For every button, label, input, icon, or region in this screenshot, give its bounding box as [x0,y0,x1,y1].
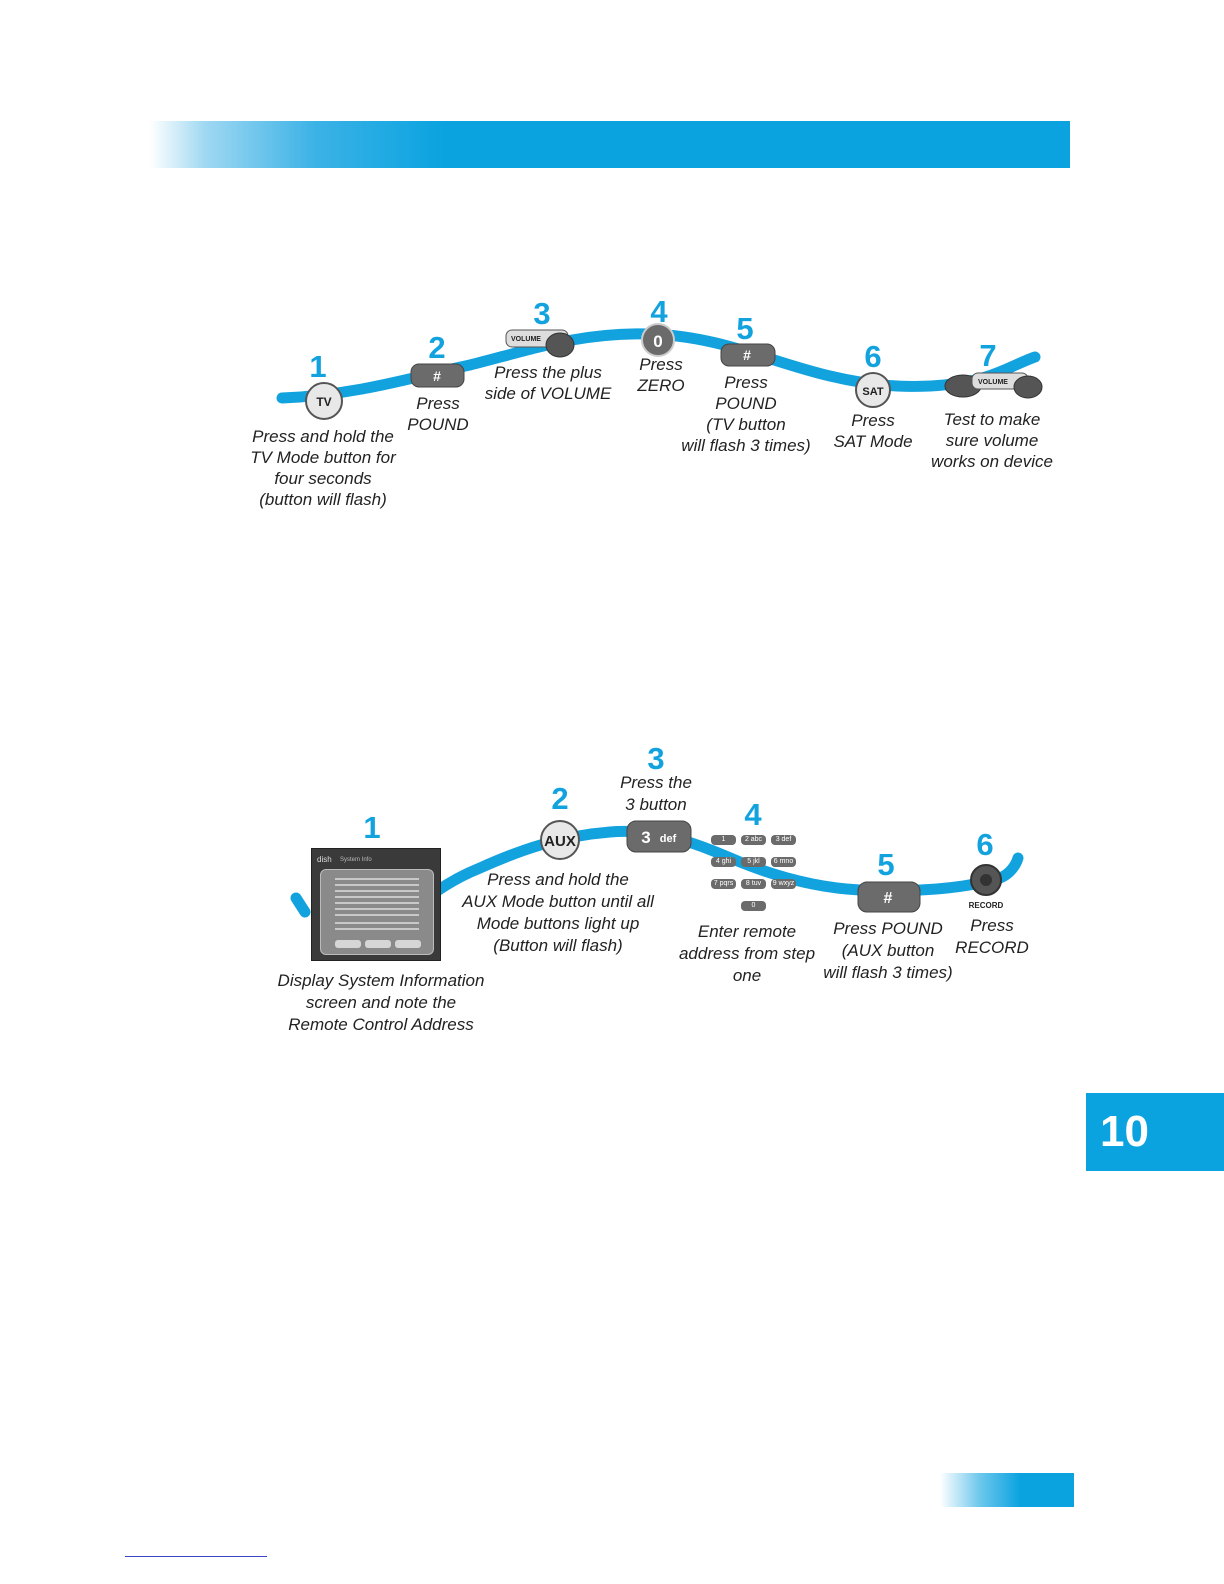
step-number: 1 [309,349,327,384]
svg-text:TV: TV [316,395,331,409]
step-caption: Press RECORD [955,916,1029,957]
svg-text:#: # [433,368,441,384]
keypad-key: 4 ghi [711,857,736,867]
pound-button-icon: # [410,363,465,388]
keypad-key: 5 jkl [741,857,766,867]
keypad-key: 7 pqrs [711,879,736,889]
record-button-icon: RECORD [969,864,1004,910]
step-number: 3 [647,741,665,776]
volume-rocker-icon: VOLUME [505,329,575,358]
step-caption: Press and hold the TV Mode button for fo… [250,427,396,509]
step-number: 6 [976,827,994,862]
tv-button-icon: TV [305,382,343,420]
sat-button-icon: SAT [855,372,891,408]
svg-text:VOLUME: VOLUME [978,379,1008,386]
svg-text:#: # [743,347,751,363]
step-caption: Press POUND (TV button will flash 3 time… [681,373,811,455]
step-caption: Press POUND (AUX button will flash 3 tim… [823,919,953,982]
step-caption: Press ZERO [637,355,685,395]
step-number: 6 [864,339,882,374]
keypad-key: 8 tuv [741,879,766,889]
step-number: 2 [551,781,569,816]
footer-bar [940,1473,1074,1507]
step-caption: Press the 3 button [620,773,692,814]
step-caption: Test to make sure volume works on device [931,410,1053,471]
screen-title: System Info [340,857,372,863]
header-bar [150,121,1070,168]
svg-text:def: def [660,833,677,845]
step-caption: Display System Information screen and no… [277,971,485,1034]
step-number: 5 [736,311,754,346]
keypad-key: 6 mno [771,857,796,867]
step-caption: Press and hold the AUX Mode button until… [462,870,654,955]
chapter-tab: 10 [1086,1093,1224,1171]
number-keypad: 1 2 abc 3 def 4 ghi 5 jkl 6 mno 7 pqrs 8… [711,833,801,915]
step-number: 7 [979,338,997,373]
step-caption: Enter remote address from step one [678,922,816,985]
step-number: 5 [877,847,895,882]
step-number: 1 [363,810,381,845]
screen-panel [320,869,434,955]
svg-text:SAT: SAT [862,386,883,398]
keypad-key: 1 [711,835,736,845]
step-number: 3 [533,296,551,331]
dish-logo: dish [317,855,332,864]
three-button-icon: 3 def [626,820,692,853]
footer-link-underline [125,1556,267,1557]
keypad-key: 0 [741,901,766,911]
step-number: 4 [650,294,668,329]
step-caption: Press the plus side of VOLUME [484,363,612,403]
zero-button-icon: 0 [641,323,675,357]
keypad-key: 2 abc [741,835,766,845]
svg-text:3: 3 [641,828,650,847]
step-number: 2 [428,330,446,365]
volume-rocker-icon: VOLUME [944,372,1043,399]
svg-text:VOLUME: VOLUME [511,336,541,343]
svg-text:#: # [884,890,893,907]
keypad-key: 3 def [771,835,796,845]
aux-button-icon: AUX [540,820,580,860]
pound-button-icon: # [857,881,921,913]
svg-text:0: 0 [653,332,662,351]
keypad-key: 9 wxyz [771,879,796,889]
step-caption: Press SAT Mode [833,411,913,451]
pound-button-icon: # [720,343,776,367]
step-number: 4 [744,797,762,832]
step-caption: Press POUND [407,394,469,434]
system-info-screen-image: dish System Info [311,848,441,961]
svg-text:RECORD: RECORD [969,901,1004,910]
svg-text:AUX: AUX [544,833,576,850]
